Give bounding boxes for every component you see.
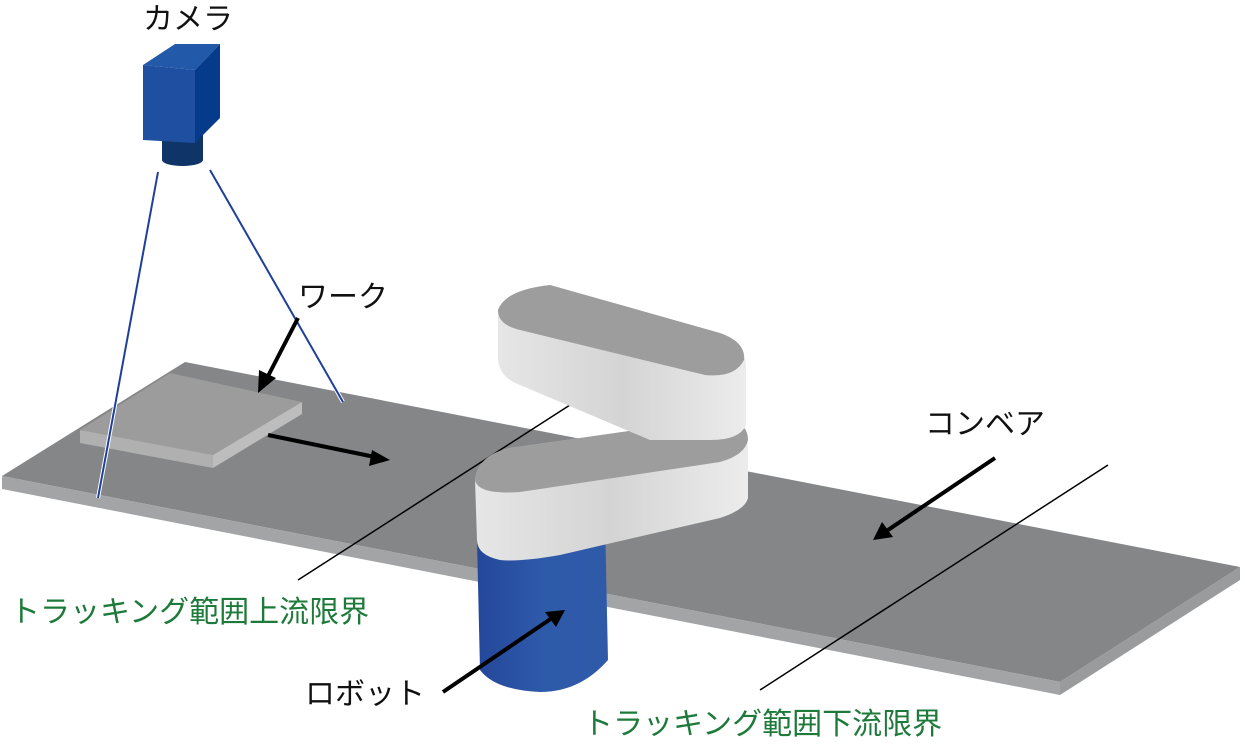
robot xyxy=(475,285,748,692)
downstream-limit-label: トラッキング範囲下流限界 xyxy=(583,707,943,742)
upstream-limit-label: トラッキング範囲上流限界 xyxy=(10,595,370,630)
robot-label: ロボット xyxy=(305,677,425,712)
arrows xyxy=(258,317,997,694)
work-pointer-arrow xyxy=(258,317,300,393)
camera-icon xyxy=(143,44,220,166)
conveyor-label: コンベア xyxy=(925,407,1045,442)
robot-pointer-arrow xyxy=(441,610,565,694)
conveyor-direction-arrow xyxy=(267,433,390,466)
downstream-limit-line xyxy=(759,464,1109,691)
work-piece xyxy=(80,373,302,468)
work-label: ワーク xyxy=(298,280,388,315)
upstream-limit-line xyxy=(297,404,571,581)
conveyor-pointer-arrow xyxy=(873,456,997,540)
camera-label: カメラ xyxy=(143,2,233,37)
